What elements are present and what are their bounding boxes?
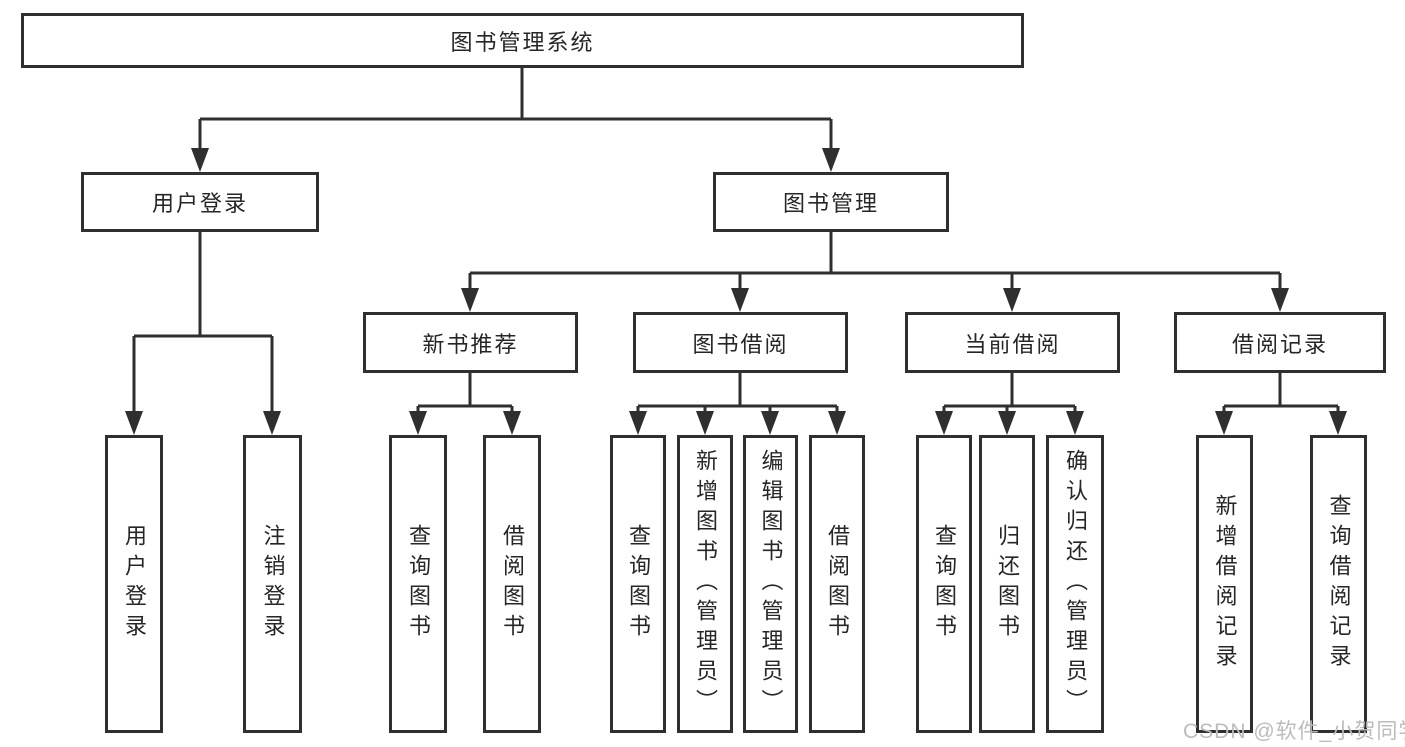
leaf-current-return-books: 归还图书 <box>979 435 1035 733</box>
arrowheads-current-leaves <box>935 411 1084 435</box>
arrowheads-login-leaves <box>125 411 281 435</box>
connector-records-to-leaves <box>1222 373 1340 413</box>
arrowheads-recommend-leaves <box>409 411 521 435</box>
node-user-login: 用户登录 <box>81 172 319 232</box>
connector-root-to-level1 <box>198 68 833 150</box>
connector-borrow-to-leaves <box>636 373 839 413</box>
leaf-recommend-query-books: 查询图书 <box>389 435 447 733</box>
watermark: CSDN @软件_小贺同学 <box>1183 720 1405 743</box>
leaf-user-login: 用户登录 <box>105 435 163 733</box>
node-borrow-records: 借阅记录 <box>1174 312 1386 373</box>
node-new-book-recommend: 新书推荐 <box>363 312 578 373</box>
leaf-logout: 注销登录 <box>243 435 302 733</box>
node-book-management: 图书管理 <box>713 172 949 232</box>
arrowheads-level2 <box>461 288 1289 312</box>
leaf-borrow-borrow-books: 借阅图书 <box>809 435 865 733</box>
arrowheads-level1 <box>191 148 840 172</box>
leaf-borrow-edit-books-admin: 编辑图书（管理员） <box>743 435 798 733</box>
arrowheads-records-leaves <box>1215 411 1347 435</box>
connector-mgmt-to-level2 <box>468 232 1282 290</box>
node-current-borrow: 当前借阅 <box>905 312 1120 373</box>
leaf-records-add-record: 新增借阅记录 <box>1196 435 1253 733</box>
node-book-borrow: 图书借阅 <box>633 312 848 373</box>
node-root: 图书管理系统 <box>21 13 1024 68</box>
leaf-borrow-add-books-admin: 新增图书（管理员） <box>677 435 733 733</box>
connector-login-to-leaves <box>132 232 274 413</box>
leaf-borrow-query-books: 查询图书 <box>610 435 666 733</box>
leaf-current-confirm-return-admin: 确认归还（管理员） <box>1046 435 1104 733</box>
connector-recommend-to-leaves <box>416 373 514 413</box>
leaf-recommend-borrow-books: 借阅图书 <box>483 435 541 733</box>
arrowheads-borrow-leaves <box>629 411 846 435</box>
leaf-current-query-books: 查询图书 <box>916 435 972 733</box>
leaf-records-query-record: 查询借阅记录 <box>1310 435 1367 733</box>
connector-current-to-leaves <box>942 373 1077 413</box>
